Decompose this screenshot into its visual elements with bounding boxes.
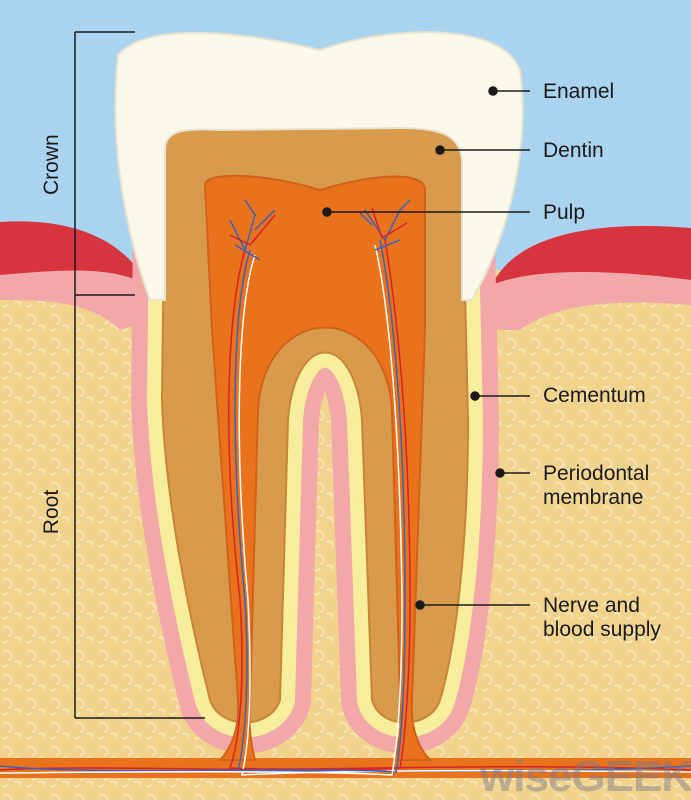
pulp	[203, 174, 433, 761]
watermark: wiseGEEK	[480, 752, 691, 800]
leader-lines	[322, 86, 530, 610]
gum-right-red	[492, 225, 691, 285]
enamel	[114, 31, 524, 301]
nerves-and-vessels	[0, 199, 691, 776]
bracket-label-root: Root	[40, 489, 63, 535]
label-pulp: Pulp	[543, 201, 586, 224]
label-nerve-blood-supply: Nerve and blood supply	[543, 594, 661, 641]
crown-root-bracket	[74, 31, 205, 719]
label-periodontal-membrane: Periodontal membrane	[543, 462, 650, 509]
gum-left-red	[0, 221, 148, 285]
bracket-label-crown: Crown	[40, 134, 63, 195]
label-cementum: Cementum	[543, 384, 646, 407]
label-dentin: Dentin	[543, 139, 604, 162]
label-enamel: Enamel	[543, 80, 615, 103]
